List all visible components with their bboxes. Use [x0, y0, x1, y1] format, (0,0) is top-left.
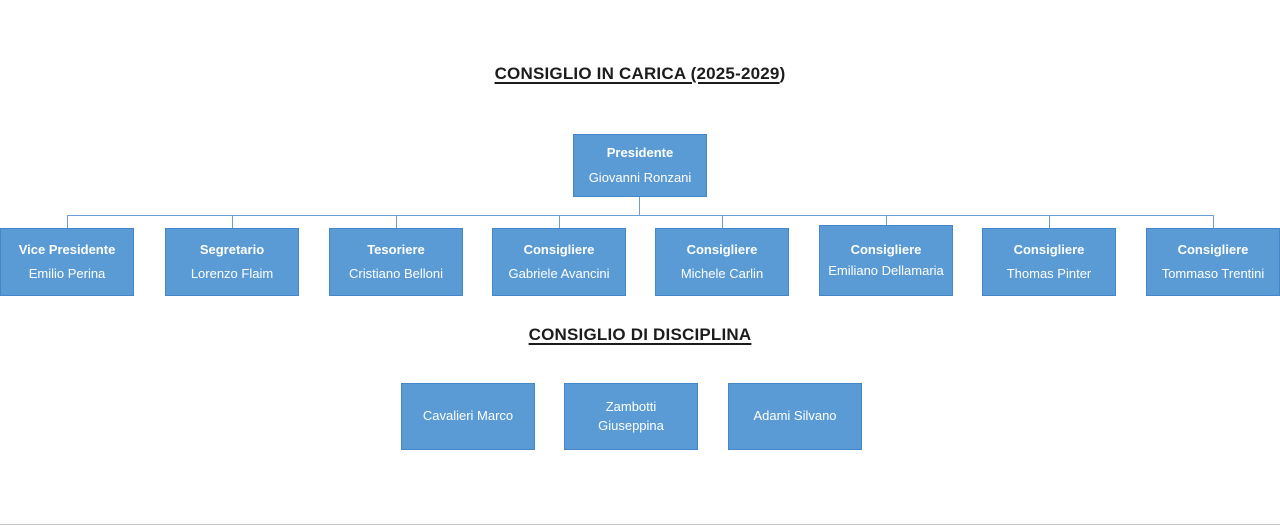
discipline-title-text: CONSIGLIO DI DISCIPLINA	[528, 325, 752, 344]
role-label: Segretario	[199, 241, 265, 257]
main-title-suffix: )	[779, 64, 786, 83]
page-bottom-border	[0, 524, 1280, 525]
connector-stub	[396, 215, 397, 228]
org-box-tesoriere: Tesoriere Cristiano Belloni	[329, 228, 463, 296]
org-box-consigliere-2: Consigliere Michele Carlin	[655, 228, 789, 296]
connector-stub	[1213, 215, 1214, 228]
connector-stub	[722, 215, 723, 228]
discipline-box-1: Cavalieri Marco	[401, 383, 535, 450]
name-label: Adami Silvano	[753, 408, 837, 424]
name-label: Emiliano Dellamaria	[828, 262, 944, 278]
role-label: Vice Presidente	[18, 241, 116, 257]
connector-stub	[559, 215, 560, 228]
connector-stub	[886, 215, 887, 228]
name-label: Lorenzo Flaim	[190, 266, 274, 281]
connector-president-stub	[639, 197, 640, 215]
role-label: Consigliere	[686, 241, 758, 257]
org-box-consigliere-4: Consigliere Thomas Pinter	[982, 228, 1116, 296]
name-label: Michele Carlin	[680, 266, 764, 281]
name-label: Gabriele Avancini	[508, 266, 610, 281]
org-box-consigliere-3: Consigliere Emiliano Dellamaria	[819, 225, 953, 296]
name-label: Zambotti Giuseppina	[598, 399, 664, 433]
main-title: CONSIGLIO IN CARICA (2025-2029)	[0, 64, 1280, 84]
connector-stub	[232, 215, 233, 228]
name-label: Giovanni Ronzani	[588, 169, 692, 185]
name-label: Thomas Pinter	[1006, 266, 1092, 281]
discipline-box-3: Adami Silvano	[728, 383, 862, 450]
org-box-vice-presidente: Vice Presidente Emilio Perina	[0, 228, 134, 296]
role-label: Consigliere	[850, 242, 922, 258]
main-title-text: CONSIGLIO IN CARICA (2025-2029	[494, 64, 780, 83]
name-label: Emilio Perina	[28, 266, 106, 281]
role-label: Tesoriere	[367, 241, 425, 257]
org-box-segretario: Segretario Lorenzo Flaim	[165, 228, 299, 296]
role-label: Consigliere	[523, 241, 595, 257]
discipline-box-2: Zambotti Giuseppina	[564, 383, 698, 450]
connector-stub	[1049, 215, 1050, 228]
president-box: Presidente Giovanni Ronzani	[573, 134, 707, 197]
connector-stub	[67, 215, 68, 228]
name-label: Tommaso Trentini	[1161, 266, 1265, 281]
connector-horizontal	[67, 215, 1214, 216]
role-label: Consigliere	[1013, 241, 1085, 257]
org-box-consigliere-5: Consigliere Tommaso Trentini	[1146, 228, 1280, 296]
name-label: Cavalieri Marco	[422, 408, 514, 424]
discipline-title: CONSIGLIO DI DISCIPLINA	[0, 325, 1280, 345]
role-label: Presidente	[606, 145, 674, 161]
org-box-consigliere-1: Consigliere Gabriele Avancini	[492, 228, 626, 296]
name-label: Cristiano Belloni	[349, 266, 443, 281]
role-label: Consigliere	[1177, 241, 1249, 257]
